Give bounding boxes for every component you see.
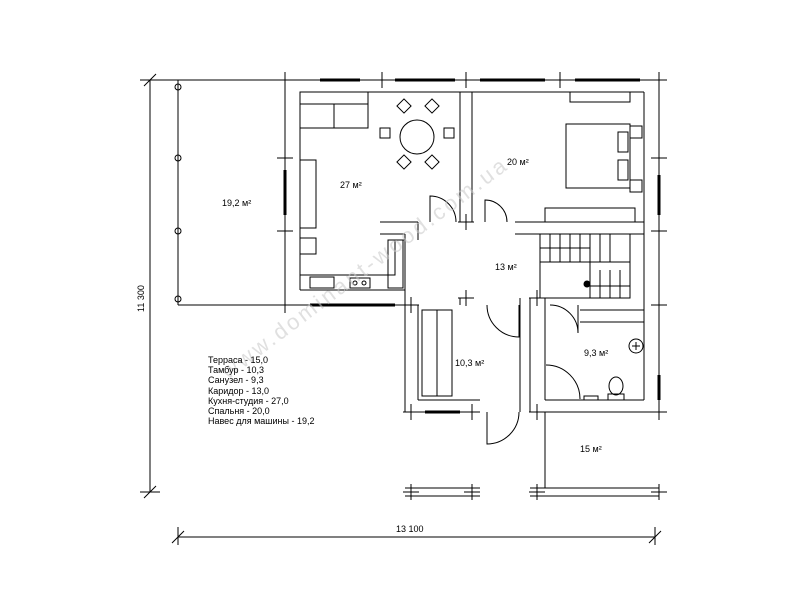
interior-walls xyxy=(380,92,644,412)
width-dimension-line xyxy=(171,527,662,545)
room-label-bedroom: 20 м² xyxy=(507,157,529,167)
height-dimension-line xyxy=(140,73,178,499)
area-legend: Терраса - 15,0 Тамбур - 10,3 Санузел - 9… xyxy=(208,355,314,426)
doors xyxy=(429,195,581,445)
bed xyxy=(544,91,643,223)
carport-beams xyxy=(405,412,659,497)
staircase xyxy=(539,233,631,299)
room-label-corridor: 13 м² xyxy=(495,262,517,272)
wardrobe xyxy=(421,309,453,397)
room-label-vestibule: 10,3 м² xyxy=(455,358,485,368)
kitchen-counter xyxy=(300,239,405,289)
width-dimension-label: 13 100 xyxy=(396,524,424,534)
terrace-outline xyxy=(174,79,292,306)
legend-item: Навес для машины - 19,2 xyxy=(208,416,315,427)
dining-table xyxy=(379,98,455,170)
windows xyxy=(283,78,661,414)
legend-item: Спальня - 20,0 xyxy=(208,406,270,417)
tv-cabinet xyxy=(299,159,317,255)
room-label-kitchen: 27 м² xyxy=(340,180,362,190)
legend-item: Каридор - 13,0 xyxy=(208,385,270,396)
room-label-terrace: 19,2 м² xyxy=(222,198,252,208)
legend-item: Тамбур - 10,3 xyxy=(208,365,265,376)
legend-item: Терраса - 15,0 xyxy=(208,355,269,365)
legend-item: Санузел - 9,3 xyxy=(208,375,264,386)
sofa xyxy=(299,91,369,129)
room-label-carport: 15 м² xyxy=(580,444,602,454)
bathroom-fixtures xyxy=(583,338,644,401)
legend-item: Кухня-студия - 27,0 xyxy=(208,395,289,406)
height-dimension-label: 11 300 xyxy=(136,285,146,312)
log-corners xyxy=(277,72,667,500)
room-label-bathroom: 9,3 м² xyxy=(584,348,609,358)
